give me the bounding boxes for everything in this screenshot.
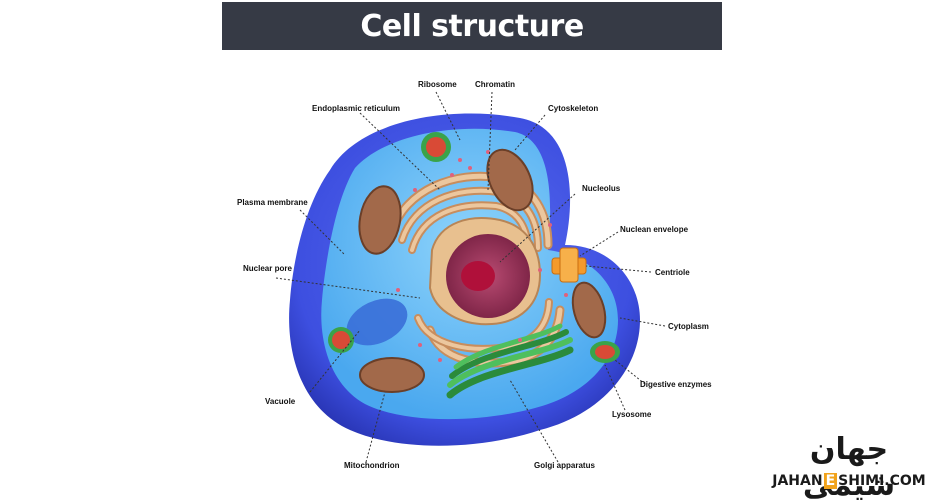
lysosome-shapes (328, 132, 620, 363)
logo-latin-text: JAHAN E SHIMI.COM (768, 472, 930, 490)
label-ribosome: Ribosome (418, 80, 457, 89)
nucleolus-shape (461, 261, 495, 291)
golgi-apparatus-shape (446, 323, 574, 399)
logo-persian-text: جهان شیمی (802, 432, 896, 503)
label-digestive-enzymes: Digestive enzymes (640, 380, 712, 389)
jahan-shimi-logo: جهان شیمی JAHAN E SHIMI.COM (768, 432, 930, 503)
mitochondria-shapes (358, 148, 607, 393)
page-title: Cell structure (360, 8, 584, 44)
ribosome-dots (396, 150, 568, 362)
centriole-shape (551, 247, 587, 283)
title-bar: Cell structure (222, 2, 722, 50)
nucleus-shape (428, 217, 542, 326)
vacuole-shape (346, 298, 408, 346)
label-cytoskeleton: Cytoskeleton (548, 104, 599, 113)
leader-lines (275, 91, 666, 463)
label-nucleolus: Nucleolus (582, 184, 621, 193)
label-centriole: Centriole (655, 268, 690, 277)
label-cytoplasm: Cytoplasm (668, 322, 709, 331)
label-mitochondrion: Mitochondrion (344, 461, 400, 470)
label-chromatin: Chromatin (475, 80, 515, 89)
logo-latin-letter: E (823, 473, 838, 489)
label-nuclear-envelope: Nuclean envelope (620, 225, 689, 234)
label-lysosome: Lysosome (612, 410, 652, 419)
label-plasma-membrane: Plasma membrane (237, 198, 308, 207)
logo-latin-before: JAHAN (772, 473, 823, 489)
label-golgi-apparatus: Golgi apparatus (534, 461, 595, 470)
logo-latin-after: SHIMI.COM (838, 473, 926, 489)
label-endoplasmic-reticulum: Endoplasmic reticulum (312, 104, 401, 113)
label-nuclear-pore: Nuclear pore (243, 264, 292, 273)
label-vacuole: Vacuole (265, 397, 296, 406)
